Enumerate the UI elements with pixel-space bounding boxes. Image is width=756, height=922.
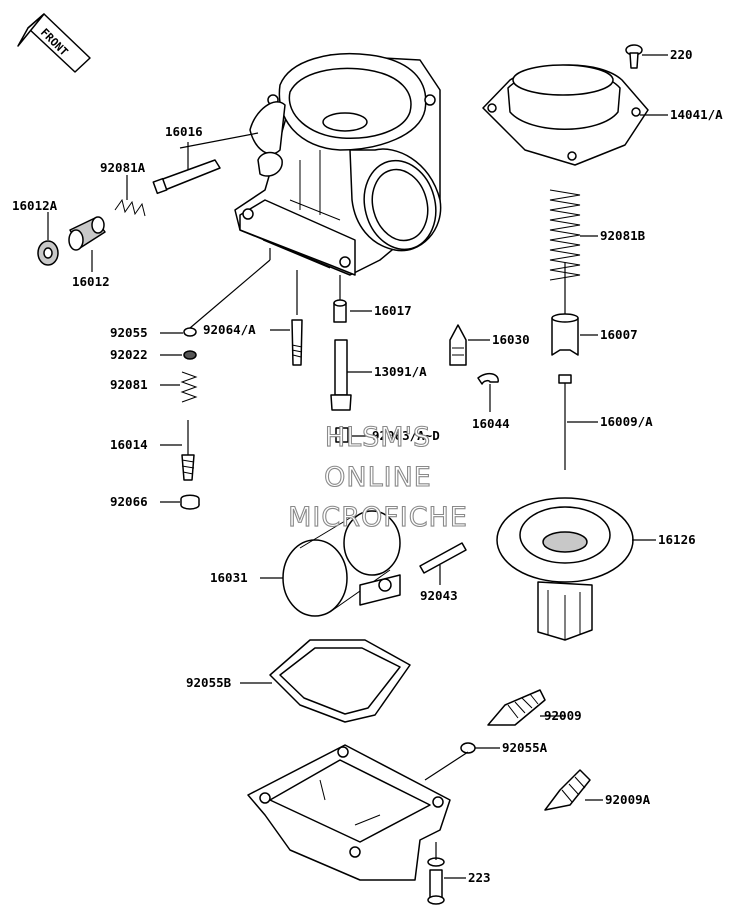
label-92043: 92043 — [420, 588, 458, 603]
label-16007: 16007 — [600, 327, 638, 342]
part-14041A: 14041/A — [482, 64, 723, 166]
label-220: 220 — [670, 47, 693, 62]
watermark: HLSM'S ONLINE MICROFICHE — [288, 421, 468, 533]
label-92081A: 92081A — [100, 160, 146, 175]
label-16126: 16126 — [658, 532, 696, 547]
label-13091A: 13091/A — [374, 364, 427, 379]
label-16012: 16012 — [72, 274, 110, 289]
watermark-line-2: ONLINE — [324, 462, 432, 493]
part-16126: 16126 — [496, 497, 696, 641]
part-16007: 16007 — [551, 262, 638, 356]
label-16031: 16031 — [210, 570, 248, 585]
part-92055A: 92055A — [424, 740, 548, 781]
part-92022: 92022 — [110, 347, 197, 362]
label-92022: 92022 — [110, 347, 148, 362]
label-92064A: 92064/A — [203, 322, 256, 337]
label-16016: 16016 — [165, 124, 203, 139]
part-92081: 92081 — [110, 371, 198, 403]
part-92043: 92043 — [419, 542, 467, 603]
part-223: 223 — [427, 842, 491, 905]
label-92009: 92009 — [544, 708, 582, 723]
label-92055: 92055 — [110, 325, 148, 340]
label-92081B: 92081B — [600, 228, 646, 243]
part-16014: 16014 — [110, 420, 195, 481]
part-92055B: 92055B — [186, 639, 411, 723]
part-92066: 92066 — [110, 494, 200, 510]
part-92064A: 92064/A — [203, 270, 303, 366]
watermark-line-1: HLSM'S — [325, 422, 431, 453]
part-16044: 16044 — [472, 372, 510, 431]
part-16012A: 16012A — [12, 198, 59, 266]
part-92009A: 92009A — [544, 769, 651, 811]
front-arrow-icon: FRONT — [17, 13, 91, 73]
label-16014: 16014 — [110, 437, 148, 452]
label-16009A: 16009/A — [600, 414, 653, 429]
label-223: 223 — [468, 870, 491, 885]
part-16009A: 16009/A — [558, 374, 653, 470]
part-220: 220 — [625, 44, 693, 69]
label-92081: 92081 — [110, 377, 148, 392]
watermark-line-3: MICROFICHE — [288, 502, 468, 533]
label-92055B: 92055B — [186, 675, 232, 690]
part-16012: 16012 — [68, 216, 110, 289]
part-92063: 92063/A~D — [335, 427, 440, 443]
part-92055: 92055 — [110, 248, 271, 340]
part-float-bowl — [247, 744, 451, 881]
part-13091A: 13091/A — [330, 339, 427, 411]
part-92081B: 92081B — [549, 189, 646, 281]
carburetor-body — [179, 53, 442, 276]
part-16031: 16031 — [210, 510, 401, 617]
label-92009A: 92009A — [605, 792, 651, 807]
part-92009: 92009 — [487, 689, 582, 726]
label-16012A: 16012A — [12, 198, 58, 213]
label-16030: 16030 — [492, 332, 530, 347]
label-14041A: 14041/A — [670, 107, 723, 122]
label-92055A: 92055A — [502, 740, 548, 755]
part-16016: 16016 — [152, 124, 221, 195]
part-16017: 16017 — [333, 275, 412, 323]
label-92066: 92066 — [110, 494, 148, 509]
label-16044: 16044 — [472, 416, 510, 431]
label-92063: 92063/A~D — [372, 428, 440, 443]
label-16017: 16017 — [374, 303, 412, 318]
part-92081A: 92081A — [100, 160, 146, 217]
part-16030: 16030 — [449, 324, 530, 366]
